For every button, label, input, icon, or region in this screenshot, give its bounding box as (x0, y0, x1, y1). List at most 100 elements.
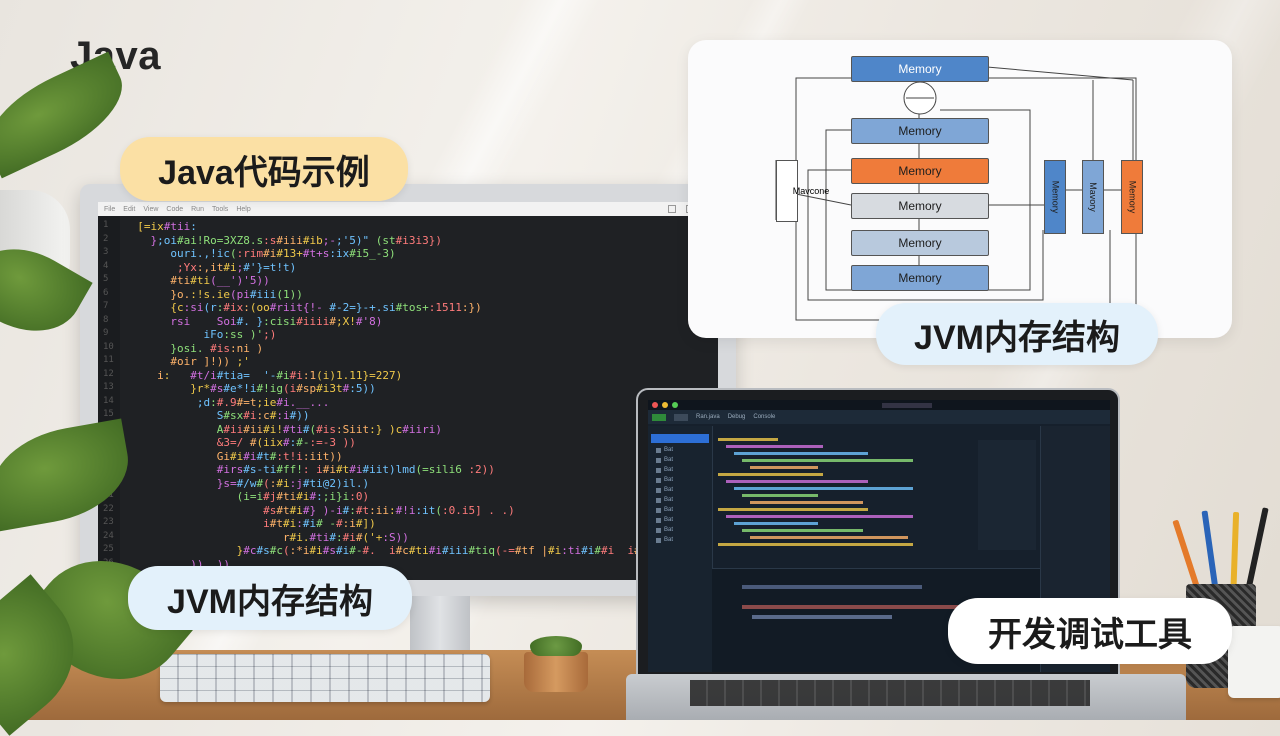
memory-block-top: Memory (851, 56, 989, 82)
sidebar-item-label: Bat (664, 497, 674, 503)
ide-code-line (734, 522, 818, 525)
label-jvm-memory-bottom: JVM内存结构 (128, 566, 412, 630)
sidebar-item[interactable]: Bat (656, 537, 704, 543)
sidebar-item[interactable]: Bat (656, 457, 704, 463)
code-line: iFo:ss )';) (124, 328, 277, 341)
code-line: }r*#s#e*!i#!ig(i#sp#i3t#:5)) (124, 382, 376, 395)
sidebar-item-label: Bat (664, 537, 674, 543)
ide-code-line (726, 480, 868, 483)
code-line: i: #t/i#tia= '-#i#i:1(i)1.11}=227) (124, 368, 403, 382)
code-line: S#sx#i:c#:i#)) (124, 409, 310, 422)
file-icon (656, 517, 661, 523)
file-icon (656, 447, 661, 453)
sidebar-item[interactable]: Bat (656, 477, 704, 483)
file-icon (656, 527, 661, 533)
ide-menubar (648, 400, 1110, 410)
label-code-example: Java代码示例 (120, 137, 408, 201)
code-line: #irs#s-ti#ff!: i#i#t#i#iit)lmd(=sili6 :2… (216, 463, 495, 476)
ide-code-line (742, 459, 913, 462)
ide-code-line (750, 501, 863, 504)
sidebar-item-label: Bat (664, 447, 674, 453)
plant-pot (524, 652, 588, 692)
code-line: (i=i#j#ti#i#:;i}i:0) (236, 490, 370, 503)
file-icon (656, 467, 661, 473)
memory-block-4: Memory (851, 193, 989, 219)
code-line: }s=#/w#(:#i:j#ti@2)il.) (124, 476, 370, 490)
code-line: ;d:#.9#=t;ie#i.__... (196, 395, 330, 409)
vertical-block-1: Memory (1044, 160, 1066, 234)
line-number: 1 (103, 220, 109, 230)
ide-code-line (734, 452, 868, 455)
file-icon (656, 497, 661, 503)
code-line: #s#t#i#} )-i#:#t:ii:#!i:it(:0.i5] . .) (263, 503, 515, 517)
ide-toolbar: Ran.java Debug Console (648, 410, 1110, 424)
memory-block-6: Memory (851, 265, 989, 291)
memory-block-2: Memory (851, 118, 989, 144)
code-line: }o.:!s.ie(pi#iii(1)) (124, 287, 303, 301)
ide-code-line (718, 508, 868, 511)
ide-code-area[interactable] (718, 434, 978, 564)
sidebar-item[interactable]: Bat (656, 497, 704, 503)
code-line: [=ix#tii: (124, 220, 197, 233)
vertical-block-3: Memory (1121, 160, 1143, 234)
vertical-block-2: Mavory (1082, 160, 1104, 234)
code-line: ouri.,!ic(:rim#i#13+#t+s:ix#i5_-3) (124, 247, 396, 260)
ide-code-line (726, 515, 913, 518)
code-line: rsi Soi#. }:cisi#iiii#;X!#'8) (124, 314, 383, 328)
tab-debug[interactable]: Debug (727, 414, 746, 420)
sidebar-item-label: Bat (664, 487, 674, 493)
tab-console[interactable]: Console (753, 414, 776, 420)
minimize-icon[interactable] (668, 205, 676, 213)
file-icon (656, 487, 661, 493)
monitor-stand (410, 596, 470, 658)
sidebar-item[interactable]: Bat (656, 467, 704, 473)
code-line: #oir ]!)) ;' (170, 355, 250, 368)
sidebar-item[interactable]: Bat (656, 447, 704, 453)
label-dev-tools: 开发调试工具 (948, 598, 1232, 664)
laptop-keyboard (690, 680, 1090, 706)
sidebar-item-label: Bat (664, 467, 674, 473)
code-line: Gi#i#i#t#:t!i:iit)) (124, 449, 343, 463)
line-number: 3 (103, 247, 109, 257)
code-line: {c:si(r:#ix:(oo#riit{!- #-2=}-+.si#tos+:… (124, 301, 482, 314)
line-number: 14 (103, 395, 114, 406)
line-number: 15 (103, 409, 114, 419)
keyboard (160, 654, 490, 702)
ide-code-line (726, 445, 823, 448)
line-number: 22 (103, 503, 114, 514)
sidebar-item[interactable]: Bat (656, 507, 704, 513)
ide-code-line (742, 529, 863, 532)
code-line: i#t#i:#i# -#:i#]) (124, 517, 376, 530)
code-line: ;Yx:,it#i;#'}=t!t) (176, 260, 297, 274)
ide-code-line (750, 536, 908, 539)
ide-variables-panel (978, 440, 1036, 550)
memory-block-5: Memory (851, 230, 989, 256)
tab-main[interactable]: Ran.java (696, 414, 720, 420)
line-number: 2 (103, 233, 109, 244)
side-block: Mavcone (776, 160, 829, 222)
sidebar-item-label: Bat (664, 507, 674, 513)
line-number: 8 (103, 314, 109, 325)
line-number: 24 (103, 530, 114, 541)
sidebar-selected-item[interactable] (651, 434, 709, 443)
sidebar-item-label: Bat (664, 517, 674, 523)
ide-code-line (718, 543, 913, 546)
sidebar-item[interactable]: Bat (656, 487, 704, 493)
line-number: 25 (103, 544, 114, 554)
ide-code-line (718, 473, 823, 476)
file-icon (656, 457, 661, 463)
memory-block-3: Memory (851, 158, 989, 184)
line-number: 12 (103, 368, 114, 379)
sidebar-item[interactable]: Bat (656, 527, 704, 533)
ide-code-line (750, 466, 818, 469)
debug-icon[interactable] (674, 413, 688, 421)
line-number: 5 (103, 274, 109, 284)
run-icon[interactable] (652, 413, 666, 421)
sidebar-item[interactable]: Bat (656, 517, 704, 523)
code-line: #ti#ti(__')'5)) (170, 274, 270, 287)
coffee-mug (1228, 626, 1280, 698)
line-number: 6 (103, 287, 109, 298)
